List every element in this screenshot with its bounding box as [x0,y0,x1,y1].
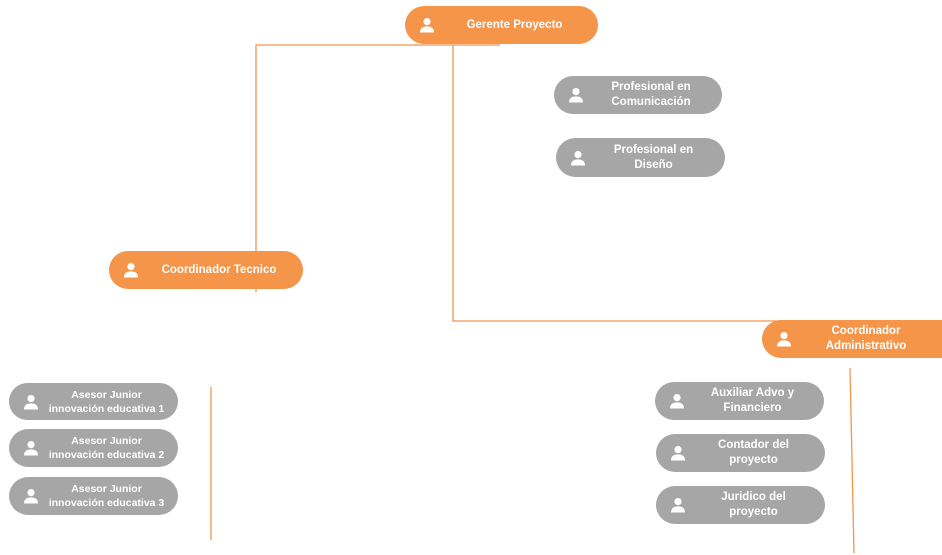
person-icon [777,332,791,347]
node-coordinador-administrativo[interactable]: Coordinador Administrativo [762,320,942,358]
person-icon [571,150,585,165]
node-label: Coordinador Tecnico [161,263,277,276]
node-label: Coordinador Administrativo [794,324,942,354]
node-asesor-junior-2[interactable]: Asesor Junior innovación educativa 2 [9,429,178,467]
person-icon [124,263,138,278]
node-label-line-2: innovación educativa 1 [48,402,165,415]
person-icon [569,88,583,103]
node-label-line-2: proyecto [729,454,778,466]
node-label: Juridico del proyecto [688,490,825,520]
node-label: Profesional en Diseño [588,143,725,173]
node-label-line-2: Financiero [723,402,782,414]
node-label-line-2: Comunicación [611,96,691,108]
node-label-line-1: Auxiliar Advo y [710,387,795,399]
node-asesor-junior-3[interactable]: Asesor Junior innovación educativa 3 [9,477,178,515]
node-label-line-2: Administrativo [825,340,907,352]
person-icon [24,394,38,409]
node-label: Profesional en Comunicación [586,80,722,110]
person-icon [420,18,434,33]
person-icon [671,446,685,461]
person-icon [24,441,38,456]
node-contador-proyecto[interactable]: Contador del proyecto [656,434,825,472]
node-auxiliar-advo-financiero[interactable]: Auxiliar Advo y Financiero [655,382,824,420]
node-coordinador-tecnico[interactable]: Coordinador Tecnico [109,251,303,289]
node-label-line-1: Asesor Junior [71,435,142,447]
node-label-line-2: innovación educativa 2 [48,449,165,461]
node-label-line-2: innovación educativa 3 [48,497,165,509]
node-gerente-proyecto[interactable]: Gerente Proyecto [405,6,598,44]
node-label: Gerente Proyecto [466,18,563,31]
node-profesional-diseno[interactable]: Profesional en Diseño [556,138,725,177]
node-label-line-2: proyecto [729,506,778,518]
node-label-line-1: Coordinador [831,325,901,337]
node-label-line-1: Profesional en [613,143,694,156]
node-juridico-proyecto[interactable]: Juridico del proyecto [656,486,825,524]
node-asesor-junior-1[interactable]: Asesor Junior innovación educativa 1 [9,383,178,420]
person-icon [671,498,685,513]
node-label-line-1: Asesor Junior [71,483,142,495]
person-icon [670,394,684,409]
node-label: Asesor Junior innovación educativa 2 [41,434,178,462]
person-icon [24,489,38,504]
node-profesional-comunicacion[interactable]: Profesional en Comunicación [554,76,722,114]
node-label-line-1: Juridico del [721,491,786,503]
node-label-line-1: Contador del [718,439,789,451]
node-label: Asesor Junior innovación educativa 3 [41,482,178,510]
node-label: Contador del proyecto [688,438,825,468]
node-label-line-2: Diseño [634,158,673,171]
node-label: Auxiliar Advo y Financiero [687,386,824,416]
connector-coord-administrativo-to-staff [849,367,855,554]
node-label-line-1: Profesional en [611,81,691,93]
node-label: Asesor Junior innovación educativa 1 [41,388,178,416]
node-label-line-1: Asesor Junior [71,388,142,401]
